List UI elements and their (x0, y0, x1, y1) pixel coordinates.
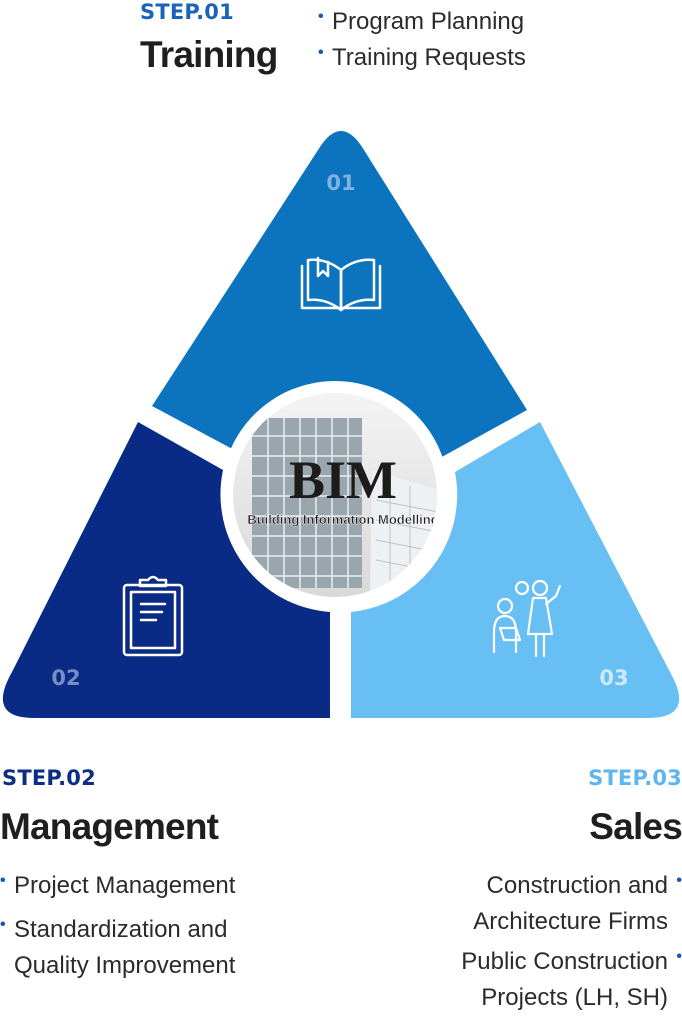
bullet-icon: • (0, 916, 6, 933)
clipboard-icon (122, 575, 184, 657)
step-02-items: •Project Management •Standardization and… (0, 868, 235, 984)
segment-03 (351, 422, 680, 718)
bim-subtitle: Building Information Modelling (247, 512, 438, 527)
step-01-label: STEP.01 (140, 0, 234, 24)
bullet-icon: • (0, 872, 6, 889)
step-02-label: STEP.02 (2, 766, 96, 790)
presenter-audience-icon (492, 579, 562, 658)
step-01-title: Training (140, 34, 278, 75)
list-item: •Program Planning (318, 4, 526, 40)
bullet-icon: • (318, 44, 324, 61)
bullet-icon: • (676, 948, 682, 965)
step-02-title: Management (0, 806, 219, 847)
step-03-label: STEP.03 (588, 766, 682, 790)
segment-03-number: 03 (599, 666, 628, 690)
segment-01 (152, 131, 527, 458)
bim-process-diagram: BIM Building Information Modelling 01 02… (2, 131, 680, 718)
bim-title: BIM (289, 450, 397, 510)
step-03-title: Sales (589, 806, 682, 847)
bullet-icon: • (676, 872, 682, 889)
list-item: •Training Requests (318, 40, 526, 76)
bullet-icon: • (318, 8, 324, 25)
list-item: •Project Management (0, 868, 235, 904)
segment-02-number: 02 (51, 666, 80, 690)
segment-01-number: 01 (326, 171, 355, 195)
segment-02 (2, 422, 330, 718)
step-01-items: •Program Planning •Training Requests (318, 4, 526, 76)
open-book-icon (300, 256, 382, 312)
